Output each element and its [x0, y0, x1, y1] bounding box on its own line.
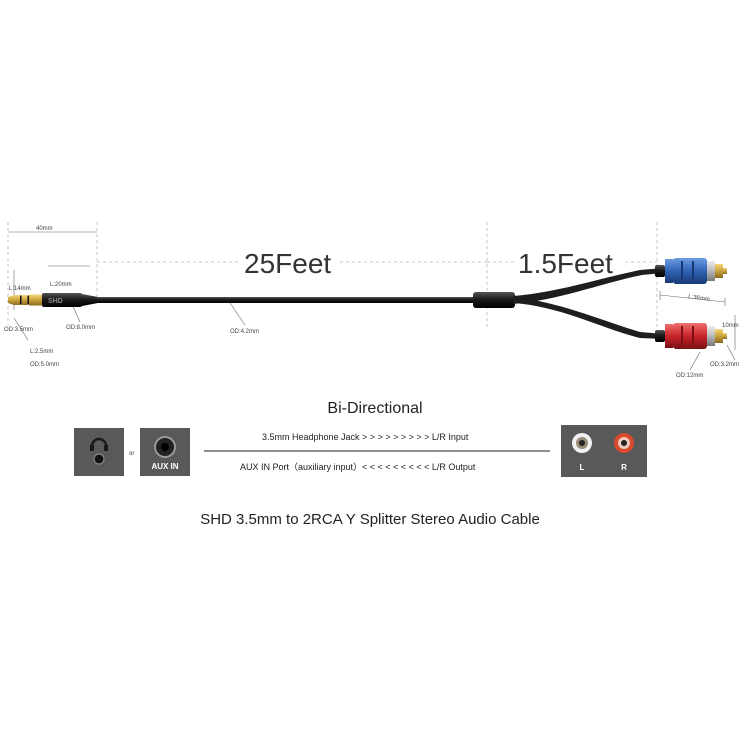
bidirectional-title: Bi-Directional — [327, 400, 422, 417]
signal-line-input: 3.5mm Headphone Jack > > > > > > > > > L… — [262, 432, 469, 442]
plug-dimension-lines — [8, 231, 246, 341]
rca-dimension-lines — [659, 291, 736, 371]
svg-text:SHD: SHD — [48, 298, 63, 305]
plug-overall-length-label: 40mm — [36, 226, 53, 232]
strain-relief-length-label: L:2.5mm — [30, 349, 53, 355]
main-cable-length-label: 25Feet — [244, 248, 331, 279]
plug-tip-od-label: OD:3.5mm — [4, 327, 33, 333]
right-channel-label: R — [621, 463, 627, 472]
rca-plug-blue — [655, 258, 727, 284]
strain-relief-od-label: OD:5.0mm — [30, 362, 59, 368]
rca-plug-red — [655, 323, 727, 349]
product-caption: SHD 3.5mm to 2RCA Y Splitter Stereo Audi… — [200, 511, 540, 528]
cable — [97, 268, 664, 339]
rca-width-label: 10mm — [722, 323, 739, 329]
headphone-jack-icon — [74, 428, 124, 476]
or-label: or — [129, 451, 134, 457]
cable-od-label: OD:4.2mm — [230, 329, 259, 335]
rca-length-label: L:36mm — [688, 294, 710, 303]
plug-housing-length-label: L:20mm — [50, 282, 72, 288]
aux-in-label: AUX IN — [151, 462, 178, 471]
plug-housing-od-label: OD:8.0mm — [66, 325, 95, 331]
aux-in-icon — [140, 428, 190, 476]
plug-tip-length-label: L:14mm — [9, 286, 31, 292]
left-channel-label: L — [580, 463, 585, 472]
rca-sockets-icon — [561, 425, 647, 477]
signal-line-output: AUX IN Port（auxiliary input）< < < < < < … — [240, 462, 476, 472]
split-cable-length-label: 1.5Feet — [518, 248, 613, 279]
rca-od-label: OD:12mm — [676, 373, 703, 379]
rca-pin-od-label: OD:3.2mm — [710, 362, 739, 368]
aux-plug: SHD — [8, 293, 98, 307]
